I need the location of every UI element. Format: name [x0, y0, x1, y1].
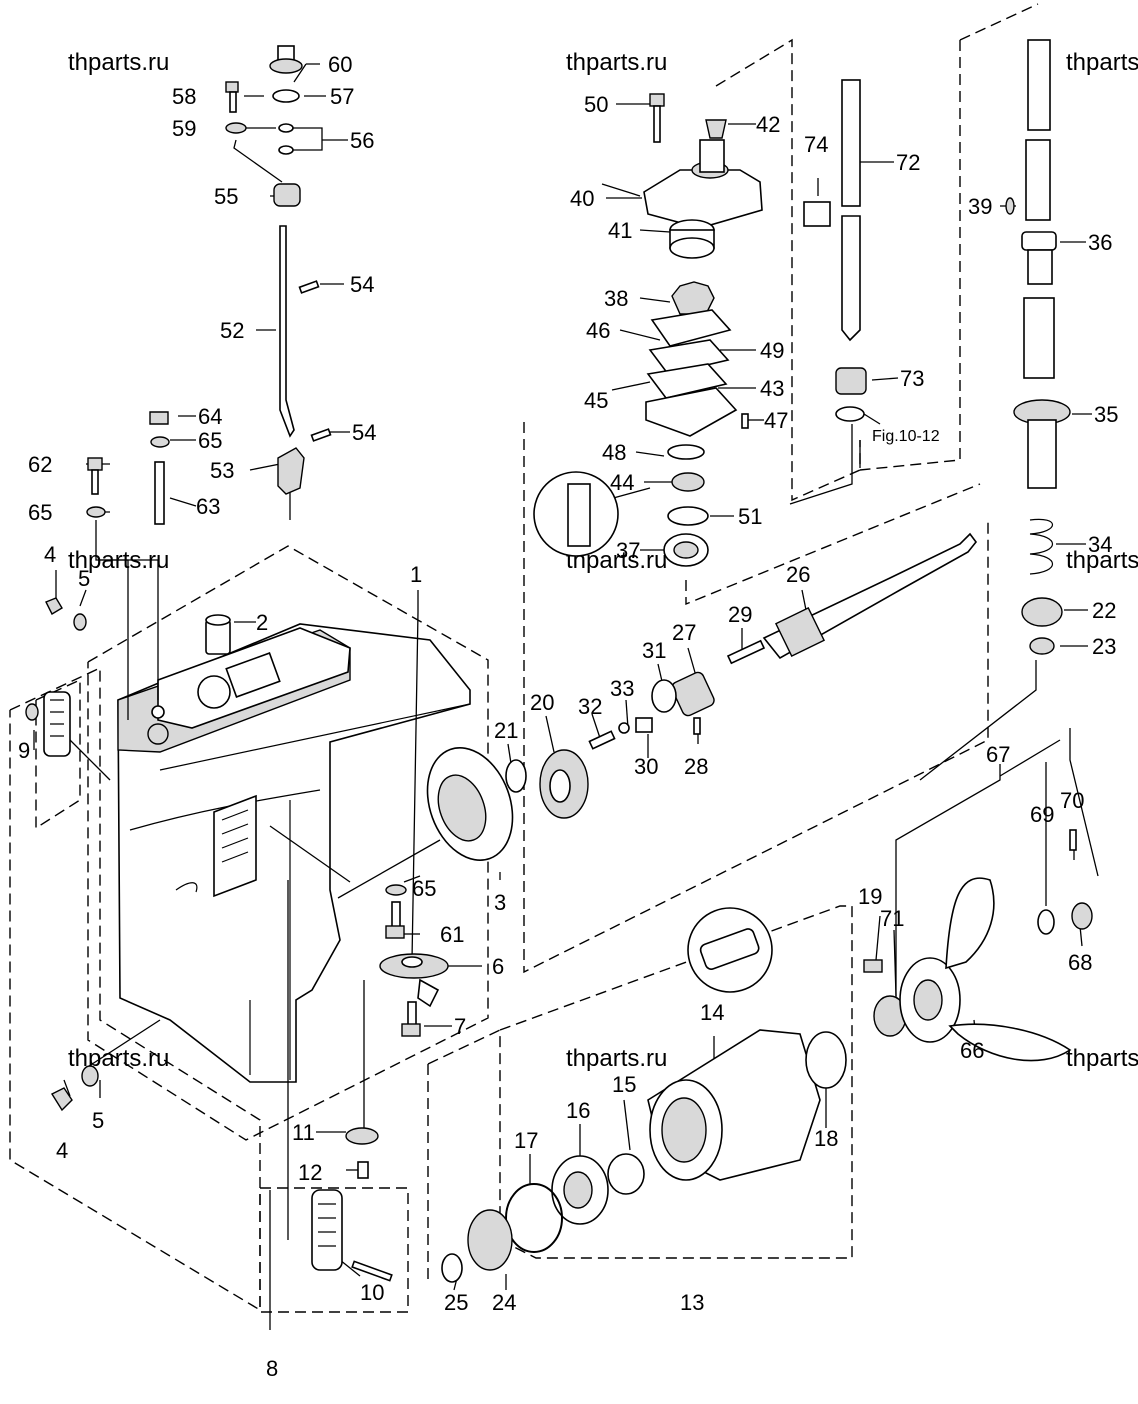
callout-66: 66 [960, 1038, 984, 1063]
callout-19: 19 [858, 884, 882, 909]
callout-65a: 65 [198, 428, 222, 453]
part-callouts: 60 57 58 59 56 55 54 52 54 53 64 65 63 6… [18, 52, 1118, 1381]
callout-4b: 4 [56, 1138, 68, 1163]
callout-32: 32 [578, 694, 602, 719]
callout-3: 3 [494, 890, 506, 915]
callout-8: 8 [266, 1356, 278, 1381]
callout-1: 1 [410, 562, 422, 587]
callout-12: 12 [298, 1160, 322, 1185]
callout-73: 73 [900, 366, 924, 391]
callout-55: 55 [214, 184, 238, 209]
callout-54b: 54 [352, 420, 376, 445]
assembly-boundaries [9, 3, 1039, 1313]
callout-57: 57 [330, 84, 354, 109]
callout-67: 67 [986, 742, 1010, 767]
callout-74: 74 [804, 132, 828, 157]
callout-62: 62 [28, 452, 52, 477]
callout-63: 63 [196, 494, 220, 519]
callout-43: 43 [760, 376, 784, 401]
callout-30: 30 [634, 754, 658, 779]
callout-16: 16 [566, 1098, 590, 1123]
water-pump-parts [533, 79, 867, 567]
callout-39: 39 [968, 194, 992, 219]
watermark-text: thparts.ru [1066, 547, 1138, 574]
callout-59: 59 [172, 116, 196, 141]
callout-42: 42 [756, 112, 780, 137]
figure-reference: Fig.10-12 [872, 428, 940, 445]
callout-64: 64 [198, 404, 222, 429]
propshaft-parts [441, 532, 1093, 1283]
callout-25: 25 [444, 1290, 468, 1315]
callout-34: 34 [1088, 532, 1112, 557]
callout-20: 20 [530, 690, 554, 715]
callout-65b: 65 [28, 500, 52, 525]
callout-17: 17 [514, 1128, 538, 1153]
drive-shaft-parts [1005, 39, 1071, 655]
callout-54a: 54 [350, 272, 374, 297]
callout-28: 28 [684, 754, 708, 779]
callout-22: 22 [1092, 598, 1116, 623]
callout-21: 21 [494, 718, 518, 743]
callout-45: 45 [584, 388, 608, 413]
callout-5b: 5 [92, 1108, 104, 1133]
callout-6: 6 [492, 954, 504, 979]
callout-41: 41 [608, 218, 632, 243]
watermark-text: thparts.ru [566, 49, 667, 76]
callout-36: 36 [1088, 230, 1112, 255]
callout-46: 46 [586, 318, 610, 343]
callout-18: 18 [814, 1126, 838, 1151]
watermark-text: thparts.ru [1066, 49, 1138, 76]
callout-23: 23 [1092, 634, 1116, 659]
callout-51: 51 [738, 504, 762, 529]
callout-40: 40 [570, 186, 594, 211]
callout-71: 71 [880, 906, 904, 931]
callout-10: 10 [360, 1280, 384, 1305]
callout-61: 61 [440, 922, 464, 947]
callout-52: 52 [220, 318, 244, 343]
callout-70: 70 [1060, 788, 1084, 813]
callout-58: 58 [172, 84, 196, 109]
callout-35: 35 [1094, 402, 1118, 427]
callout-65c: 65 [412, 876, 436, 901]
callout-26: 26 [786, 562, 810, 587]
watermark-text: thparts.ru [68, 1045, 169, 1072]
callout-33: 33 [610, 676, 634, 701]
callout-27: 27 [672, 620, 696, 645]
callout-7: 7 [454, 1014, 466, 1039]
callout-38: 38 [604, 286, 628, 311]
watermark-text: thparts.ru [68, 49, 169, 76]
callout-4a: 4 [44, 542, 56, 567]
watermark-text: thparts.ru [566, 1045, 667, 1072]
callout-60: 60 [328, 52, 352, 77]
callout-47: 47 [764, 408, 788, 433]
watermarks: thparts.ru thparts.ru thparts.ru thparts… [68, 49, 1138, 1072]
callout-2: 2 [256, 610, 268, 635]
callout-53: 53 [210, 458, 234, 483]
callout-31: 31 [642, 638, 666, 663]
watermark-text: thparts.ru [1066, 1045, 1138, 1072]
callout-11: 11 [292, 1120, 315, 1145]
shift-linkage-parts [25, 45, 589, 1282]
callout-44: 44 [610, 470, 634, 495]
callout-69: 69 [1030, 802, 1054, 827]
callout-49: 49 [760, 338, 784, 363]
callout-29: 29 [728, 602, 752, 627]
callout-14: 14 [700, 1000, 724, 1025]
callout-13: 13 [680, 1290, 704, 1315]
callout-56: 56 [350, 128, 374, 153]
callout-24: 24 [492, 1290, 516, 1315]
callout-15: 15 [612, 1072, 636, 1097]
callout-50: 50 [584, 92, 608, 117]
callout-72: 72 [896, 150, 920, 175]
callout-9: 9 [18, 738, 30, 763]
callout-68: 68 [1068, 950, 1092, 975]
callout-37: 37 [616, 538, 640, 563]
leader-lines [33, 63, 1099, 1330]
lower-casing [117, 623, 471, 1083]
callout-48: 48 [602, 440, 626, 465]
callout-5a: 5 [78, 566, 90, 591]
